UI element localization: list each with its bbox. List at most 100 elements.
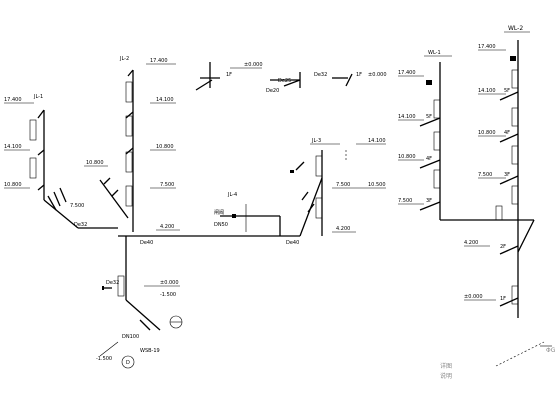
jl1-diagonal xyxy=(43,199,79,229)
wl2-elev-14100: 14.100 xyxy=(478,88,496,94)
roof-floor-1f-b: 1F xyxy=(356,72,362,78)
jl2-label: JL-2 xyxy=(119,56,129,62)
wl2-dim-box-5 xyxy=(511,285,519,305)
jl2-diag-branch-b xyxy=(111,189,119,197)
jl2-valve-block xyxy=(102,286,104,290)
jl2-elev-neg: -1.500 xyxy=(160,292,176,298)
wl2-elev-4200: 4.200 xyxy=(464,240,478,246)
jl2-elev-14100: 14.100 xyxy=(156,97,174,103)
wl1-floor-4f: 4F xyxy=(426,156,432,162)
jl2-leader xyxy=(99,341,119,357)
wl2-branch-5 xyxy=(499,297,519,307)
jl1-branch-2 xyxy=(37,184,45,191)
wl1-label: WL-1 xyxy=(428,50,441,56)
wl2-floor-1f: 1F xyxy=(500,296,506,302)
jl2-to-axis xyxy=(125,299,161,331)
jl2-branch-2 xyxy=(125,147,134,155)
axis-circle-label: D xyxy=(126,360,130,366)
jl3-elev-14100: 14.100 xyxy=(368,138,386,144)
legend-dash-line xyxy=(495,341,545,367)
jl1-elev-17400: 17.400 xyxy=(4,97,22,103)
wl1-branch-1 xyxy=(419,117,441,127)
roof-diag xyxy=(283,79,301,87)
wl2-dim-box-2 xyxy=(511,107,519,127)
wl2-dim-box-3 xyxy=(511,145,519,165)
roof-vent-diagonal xyxy=(195,79,213,91)
jl1-dim-box-2 xyxy=(29,157,37,179)
wl2-dim-box-1 xyxy=(511,69,519,89)
legend-mark: ΦG xyxy=(546,347,556,354)
jl1-elev-14100: 14.100 xyxy=(4,144,22,150)
jl2-elev-0000: ±0.000 xyxy=(160,280,179,286)
wl2-floor-5f: 5F xyxy=(504,88,510,94)
wl1-branch-3 xyxy=(419,201,441,211)
roof-elev-0000-b: ±0.000 xyxy=(368,72,387,78)
jl2-elev-10800-b: 10.800 xyxy=(86,160,104,166)
jl2-branch-1 xyxy=(125,111,134,119)
jl1-pipe-de32: De32 xyxy=(74,222,87,228)
jl4-de40: De40 xyxy=(286,240,299,246)
jl2-elev-neg-b: -1.500 xyxy=(96,356,112,362)
jl2-elev-17400: 17.400 xyxy=(150,58,168,64)
wl2-branch-1 xyxy=(499,91,519,101)
jl3-valve xyxy=(290,170,294,173)
wl2-floor-4f: 4F xyxy=(504,130,510,136)
roof-de20: De20 xyxy=(266,88,279,94)
riser-jl2: JL-2 17.400 14.100 10.800 7.500 10.800 D… xyxy=(84,56,300,369)
wl1-elev-10800: 10.800 xyxy=(398,154,416,160)
wl2-mark-1 xyxy=(510,56,516,61)
legend-bottom-right: 详图 说明 ΦG xyxy=(440,341,556,380)
wl1-elev-14100: 14.100 xyxy=(398,114,416,120)
jl2-dim-box-2 xyxy=(125,115,133,137)
jl2-elev-7500: 7.500 xyxy=(160,182,174,188)
jl3-elev-10500: 10.500 xyxy=(368,182,386,188)
jl3-elev-7500: 7.500 xyxy=(336,182,350,188)
jl1-diag-branch-a xyxy=(47,195,57,211)
wl2-elev-10800: 10.800 xyxy=(478,130,496,136)
wl1-floor-5f: 5F xyxy=(426,114,432,120)
roof-de32: De32 xyxy=(314,72,327,78)
jl4-dn50: DN50 xyxy=(214,222,228,228)
jl1-diag-branch-c xyxy=(59,187,67,203)
wl1-mark-1 xyxy=(426,80,432,85)
jl3-dim-box-2 xyxy=(315,197,323,219)
riser-wl2: WL-2 17.400 14.100 10.800 7.500 4.200 ±0… xyxy=(464,25,535,318)
roof-floor-1f: 1F xyxy=(226,72,232,78)
riser-jl4-jl3: JL-4 闸阀 DN50 De40 JL-3 7.500 4.200 14.10… xyxy=(214,138,386,246)
jl3-label: JL-3 xyxy=(311,138,321,144)
jl3-top-branch xyxy=(295,161,305,171)
jl2-wsb: WSB-19 xyxy=(140,348,160,354)
jl2-pipe-dn100: DN100 xyxy=(122,334,139,340)
wl1-dim-box-3 xyxy=(433,169,441,189)
jl4-label: JL-4 xyxy=(227,192,237,198)
wl2-branch-3 xyxy=(499,175,519,185)
wl1-dim-box-2 xyxy=(433,131,441,151)
jl4-valve-label: 闸阀 xyxy=(214,209,224,216)
wl2-elev-7500: 7.500 xyxy=(478,172,492,178)
wl1-elev-17400: 17.400 xyxy=(398,70,416,76)
wl2-dim-box-4 xyxy=(511,185,519,205)
jl3-dim-box-1 xyxy=(315,155,323,177)
main-pipe-de40: De40 xyxy=(140,240,153,246)
jl2-diagonal xyxy=(99,179,129,219)
jl3-elev-4200: 4.200 xyxy=(336,226,350,232)
jl2-diag-branch-a xyxy=(103,177,111,185)
jl1-dim-box-1 xyxy=(29,119,37,141)
jl2-dim-box-3 xyxy=(125,151,133,173)
jl1-elev-10800: 10.800 xyxy=(4,182,22,188)
jl3-branch-1 xyxy=(301,191,309,201)
jl3-branch-2 xyxy=(307,203,315,213)
wl1-elev-7500: 7.500 xyxy=(398,198,412,204)
wl2-elev-0000: ±0.000 xyxy=(464,294,483,300)
riser-jl1: JL-1 17.400 14.100 10.800 7.500 De32 xyxy=(4,94,118,229)
wl1-branch-2 xyxy=(419,159,441,169)
jl1-diag-branch-b xyxy=(53,191,61,207)
wl2-branch-2 xyxy=(499,133,519,143)
jl2-top-branch xyxy=(127,69,134,77)
jl1-top-branch xyxy=(37,109,45,119)
wl2-elev-17400: 17.400 xyxy=(478,44,496,50)
jl4-valve xyxy=(232,214,236,218)
roof-right-diag xyxy=(345,73,353,87)
